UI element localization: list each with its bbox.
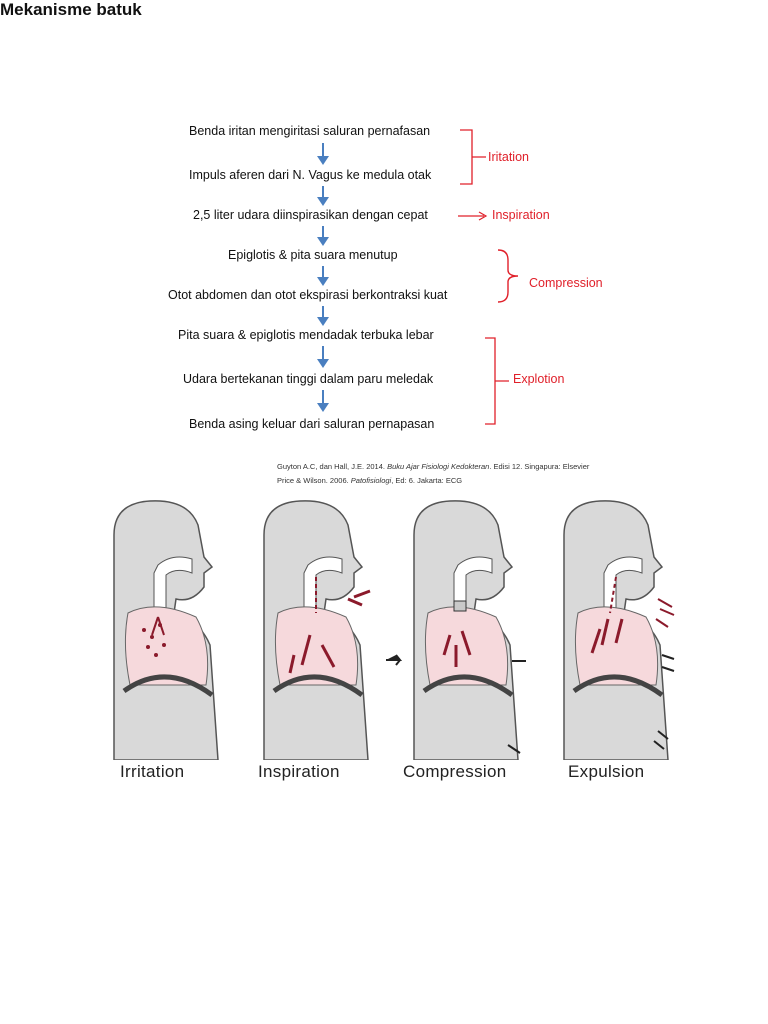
step-5: Otot abdomen dan otot ekspirasi berkontr…: [168, 288, 447, 302]
step-1: Benda iritan mengiritasi saluran pernafa…: [189, 124, 430, 138]
phase-inspiration: Inspiration: [492, 208, 550, 222]
panel-compression: [386, 501, 526, 760]
caption-irritation: Irritation: [120, 762, 184, 782]
reference-guyton: Guyton A.C, dan Hall, J.E. 2014. Buku Aj…: [277, 462, 589, 471]
panel-irritation: [114, 501, 218, 760]
explotion-bracket: [483, 336, 513, 426]
step-8: Benda asing keluar dari saluran pernapas…: [189, 417, 434, 431]
reference-book-title: Patofisiologi: [351, 476, 391, 485]
reference-price-wilson: Price & Wilson. 2006. Patofisiologi, Ed:…: [277, 476, 462, 485]
caption-compression: Compression: [403, 762, 506, 782]
down-arrow-icon: [316, 186, 330, 208]
down-arrow-icon: [316, 226, 330, 248]
reference-text: . Edisi 12. Singapura: Elsevier: [489, 462, 589, 471]
down-arrow-icon: [316, 390, 330, 414]
cough-phases-illustration: [100, 495, 675, 760]
inspiration-arrow-icon: [458, 210, 488, 222]
reference-book-title: Buku Ajar Fisiologi Kedokteran: [387, 462, 489, 471]
compression-bracket: [496, 248, 522, 304]
step-6: Pita suara & epiglotis mendadak terbuka …: [178, 328, 434, 342]
reference-text: Price & Wilson. 2006.: [277, 476, 351, 485]
caption-expulsion: Expulsion: [568, 762, 644, 782]
step-3: 2,5 liter udara diinspirasikan dengan ce…: [193, 208, 428, 222]
step-2: Impuls aferen dari N. Vagus ke medula ot…: [189, 168, 431, 182]
step-7: Udara bertekanan tinggi dalam paru meled…: [183, 372, 433, 386]
reference-text: , Ed: 6. Jakarta: ECG: [391, 476, 462, 485]
reference-text: Guyton A.C, dan Hall, J.E. 2014.: [277, 462, 387, 471]
step-4: Epiglotis & pita suara menutup: [228, 248, 398, 262]
caption-inspiration: Inspiration: [258, 762, 340, 782]
panel-expulsion: [564, 501, 674, 760]
panel-inspiration: [264, 501, 370, 760]
down-arrow-icon: [316, 266, 330, 288]
down-arrow-icon: [316, 143, 330, 167]
irritation-bracket: [458, 128, 488, 186]
phase-compression: Compression: [529, 276, 603, 290]
phase-explotion: Explotion: [513, 372, 564, 386]
down-arrow-icon: [316, 306, 330, 328]
down-arrow-icon: [316, 346, 330, 370]
phase-irritation: Iritation: [488, 150, 529, 164]
page-title: Mekanisme batuk: [0, 0, 768, 20]
